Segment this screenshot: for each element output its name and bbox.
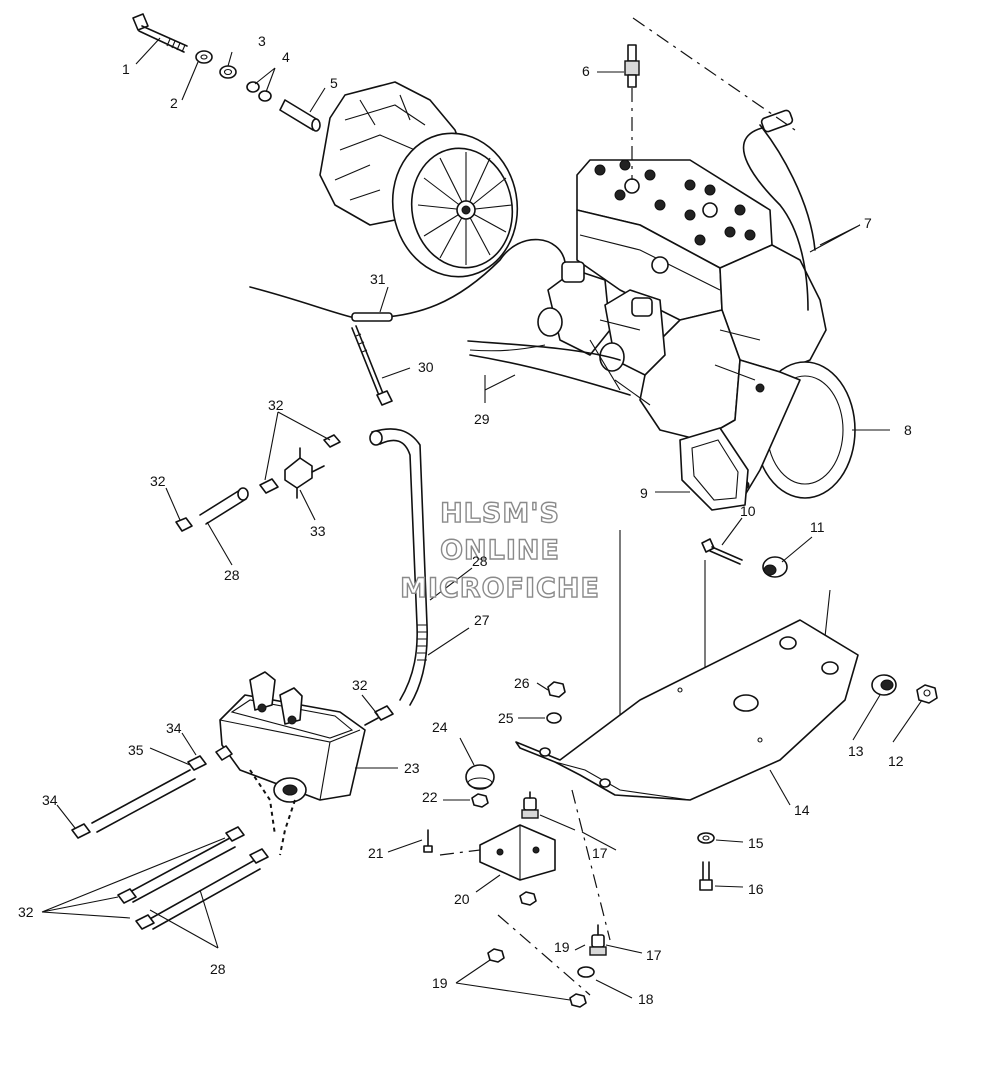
part-30-long-bolt [351, 325, 393, 406]
callout-12: 12 [888, 753, 904, 769]
callout-15: 15 [748, 835, 764, 851]
part-1-bolt [132, 13, 188, 53]
callout-17b: 17 [646, 947, 662, 963]
callout-22: 22 [422, 789, 438, 805]
carburetors [537, 256, 669, 406]
part-17-stud-mount-lower [589, 924, 607, 956]
watermark-line-1: HLSM'S [440, 498, 560, 529]
drive-clutch [319, 81, 519, 278]
part-17-stud-mount [521, 791, 576, 831]
callout-30: 30 [418, 359, 434, 375]
callout-19b: 19 [432, 975, 448, 991]
callout-17a: 17 [592, 845, 608, 861]
callout-27: 27 [474, 612, 490, 628]
part-34-clamps [71, 745, 233, 839]
part-18-washer [577, 966, 595, 978]
callout-26: 26 [514, 675, 530, 691]
part-9-gasket [679, 427, 749, 511]
callout-11: 11 [810, 519, 825, 535]
callout-labels: 1 2 3 4 5 6 7 8 9 10 11 12 13 14 15 16 1… [18, 33, 912, 1007]
part-33-tee-fitting [284, 447, 325, 499]
callout-34-b: 34 [42, 792, 58, 808]
callout-2: 2 [170, 95, 178, 111]
watermark: HLSM'S ONLINE MICROFICHE [399, 497, 600, 604]
callout-10: 10 [740, 503, 756, 519]
part-23-fuel-pump [219, 671, 366, 856]
part-20-bracket [479, 824, 556, 881]
callout-32-d: 32 [18, 904, 34, 920]
callout-28-a: 28 [472, 553, 488, 569]
callout-7: 7 [864, 215, 872, 231]
callout-19a: 19 [554, 939, 570, 955]
callout-28-c: 28 [210, 961, 226, 977]
callout-1: 1 [122, 61, 130, 77]
callout-34-a: 34 [166, 720, 182, 736]
callout-16: 16 [748, 881, 764, 897]
callout-8: 8 [904, 422, 912, 438]
callout-24: 24 [432, 719, 448, 735]
part-3-washer [219, 65, 237, 79]
callout-5: 5 [330, 75, 338, 91]
part-22-nut [471, 793, 489, 808]
part-32-clamps-lower [117, 826, 269, 930]
part-15-washer [697, 832, 715, 844]
part-5-sleeve [279, 99, 321, 132]
part-32-clamps-upper [175, 434, 341, 532]
callout-32-b: 32 [150, 473, 166, 489]
part-29-choke-cables [467, 340, 631, 396]
part-7-plug-wires [742, 109, 816, 311]
callout-28-b: 28 [224, 567, 240, 583]
part-35-hose [91, 769, 196, 833]
callout-20: 20 [454, 891, 470, 907]
part-19-nut [487, 891, 587, 1008]
part-24-cap [465, 764, 495, 790]
callout-31: 31 [370, 271, 386, 287]
part-28-hose-upper [199, 487, 249, 525]
callout-14: 14 [794, 802, 810, 818]
watermark-line-3: MICROFICHE [400, 573, 600, 604]
part-28-hoses-lower [127, 837, 261, 930]
callout-21: 21 [368, 845, 384, 861]
part-10-bolt [701, 538, 743, 565]
part-16-bolt [699, 861, 713, 891]
part-21-screw [423, 829, 433, 853]
callout-33: 33 [310, 523, 326, 539]
part-12-nut [916, 684, 938, 704]
callout-32-a: 32 [268, 397, 284, 413]
leader-lines [41, 37, 923, 1001]
callout-32-c: 32 [352, 677, 368, 693]
part-26-nut [547, 681, 566, 698]
part-11-rubber-mount [762, 556, 788, 578]
callout-3: 3 [258, 33, 266, 49]
callout-18: 18 [638, 991, 654, 1007]
callout-25: 25 [498, 710, 514, 726]
part-13-rubber-mount [871, 674, 897, 696]
part-14-engine-plate [515, 619, 859, 801]
callout-9: 9 [640, 485, 648, 501]
part-25-washer [546, 712, 562, 724]
watermark-line-2: ONLINE [440, 535, 560, 566]
callout-23: 23 [404, 760, 420, 776]
part-4-spacers [246, 81, 272, 102]
part-31-throttle-cable [249, 238, 566, 322]
part-6-spark-plug [624, 44, 640, 88]
callout-35: 35 [128, 742, 144, 758]
callout-29: 29 [474, 411, 490, 427]
callout-6: 6 [582, 63, 590, 79]
part-2-washer [195, 50, 213, 64]
callout-13: 13 [848, 743, 864, 759]
callout-4: 4 [282, 49, 290, 65]
part-27-fuel-line [364, 428, 428, 726]
